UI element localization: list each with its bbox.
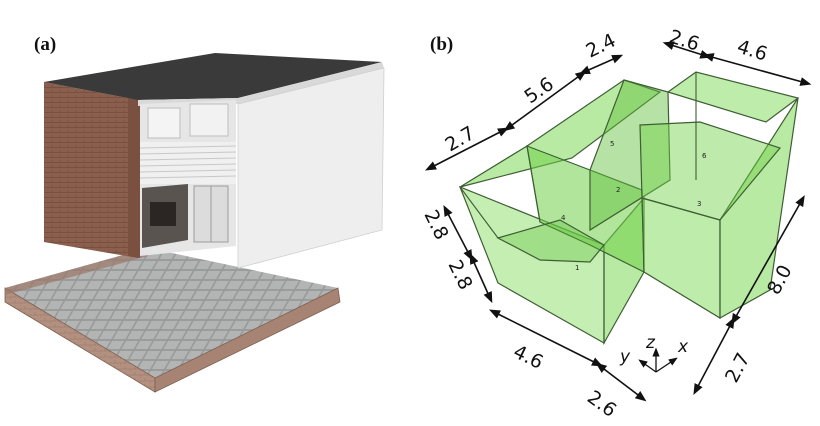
room-1-label: 1 bbox=[575, 264, 579, 272]
dim-label-4-6-bottom: 4.6 bbox=[510, 341, 547, 374]
room-2-label: 2 bbox=[616, 186, 620, 194]
dim-label-2-4: 2.4 bbox=[583, 29, 620, 62]
room-5-label: 5 bbox=[610, 140, 614, 148]
dim-label-2-6-bottom: 2.6 bbox=[583, 386, 620, 422]
left-brick-wall bbox=[44, 82, 138, 258]
balcony-railing bbox=[139, 142, 237, 184]
axis-z-label: z bbox=[645, 333, 656, 353]
dim-label-2-7-left: 2.7 bbox=[442, 122, 479, 156]
panel-a-label: (a) bbox=[34, 34, 57, 55]
right-white-wall bbox=[237, 67, 385, 269]
room-6-label: 6 bbox=[702, 152, 707, 160]
courtyard-wall-right bbox=[154, 287, 341, 393]
dim-label-5-6: 5.6 bbox=[520, 73, 557, 108]
box-partition-diagonal bbox=[589, 79, 671, 232]
house-rendering bbox=[4, 53, 385, 393]
axis-x-label: x bbox=[677, 337, 689, 357]
box-top-face-right bbox=[666, 71, 800, 123]
room-box-model: 1 2 3 4 5 6 2.6 4.6 2.4 5.6 2.7 2.8 2.8 … bbox=[420, 26, 812, 422]
main-roof bbox=[44, 53, 382, 100]
courtyard-wall-back bbox=[5, 248, 148, 295]
roof-edge bbox=[138, 62, 384, 106]
courtyard-paving bbox=[5, 248, 338, 378]
axis-triad: y z x bbox=[619, 333, 689, 373]
upper-window-right bbox=[189, 103, 229, 137]
panel-b-label: (b) bbox=[430, 34, 454, 55]
dim-label-4-6-top: 4.6 bbox=[735, 36, 770, 66]
dim-label-2-7-right: 2.7 bbox=[721, 349, 755, 386]
ground-floor-furniture bbox=[150, 202, 176, 226]
axis-y-label: y bbox=[619, 347, 631, 367]
front-brick-strip bbox=[128, 98, 140, 258]
box-right-mid-floor bbox=[639, 121, 782, 221]
box-lower-slab bbox=[496, 219, 605, 263]
upper-window-left bbox=[147, 107, 181, 139]
room-3-label: 3 bbox=[697, 200, 701, 208]
dim-label-2-8-lower: 2.8 bbox=[444, 257, 477, 294]
room-4-label: 4 bbox=[561, 214, 566, 222]
dim-label-2-6-top: 2.6 bbox=[667, 26, 702, 56]
